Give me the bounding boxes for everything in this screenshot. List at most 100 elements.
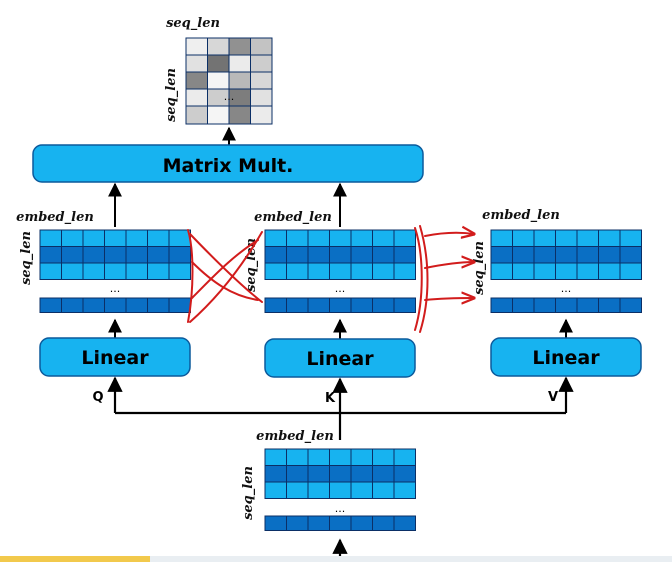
- annotation-arrow-v-2: [424, 262, 474, 269]
- matrix-cell: [490, 297, 513, 313]
- matrix-cell: [82, 262, 105, 280]
- matrix-cell: [61, 229, 84, 247]
- matrix-cell: [619, 262, 642, 280]
- matrix-cell: [264, 515, 287, 531]
- matrix-cell: [490, 246, 513, 264]
- matrix-cell: [555, 297, 578, 313]
- matrix-cell: [598, 262, 621, 280]
- matrix-cell: [329, 465, 352, 483]
- attention-cell: [228, 105, 251, 125]
- matrix-cell: [555, 262, 578, 280]
- bottom-strip-accent: [0, 556, 150, 562]
- matrix-cell: [350, 297, 373, 313]
- matrix-cell: [576, 297, 599, 313]
- matrix-cell: [393, 229, 416, 247]
- matrix-cell: [307, 229, 330, 247]
- attention-cell: [250, 37, 273, 56]
- linear-k-box: [264, 338, 416, 378]
- matrix-cell: [533, 229, 556, 247]
- linear-q-box: [39, 337, 191, 377]
- matrix-cell: [39, 229, 62, 247]
- attention-cell: [207, 54, 230, 73]
- matrix-cell: [147, 262, 170, 280]
- k-dots: ...: [335, 282, 346, 295]
- attention-cell: [207, 105, 230, 125]
- matrix-cell: [264, 465, 287, 483]
- attention-cell: [185, 105, 208, 125]
- matrix-cell: [372, 246, 395, 264]
- matrix-cell: [329, 481, 352, 499]
- matrix-cell: [168, 297, 191, 313]
- q-input-label: Q: [92, 390, 103, 405]
- matrix-cell: [393, 246, 416, 264]
- matrix-cell: [576, 229, 599, 247]
- matrix-cell: [307, 465, 330, 483]
- attention-cell: [185, 54, 208, 73]
- matrix-cell: [576, 262, 599, 280]
- matrix-cell: [329, 262, 352, 280]
- matrix-cell: [372, 515, 395, 531]
- matrix-cell: [168, 246, 191, 264]
- matrix-cell: [82, 246, 105, 264]
- v-seq-label: seq_len: [472, 241, 487, 295]
- k-input-label: K: [325, 391, 336, 406]
- matrix-cell: [286, 515, 309, 531]
- matrix-cell: [490, 262, 513, 280]
- matrix-cell: [61, 297, 84, 313]
- matrix-cell: [598, 246, 621, 264]
- matrix-cell: [393, 262, 416, 280]
- annotation-cross-2: [189, 231, 263, 323]
- matrix-cell: [307, 246, 330, 264]
- attention-matrix-last-row: [185, 105, 273, 125]
- matrix-cell: [350, 229, 373, 247]
- linear-k-label: Linear: [306, 348, 374, 370]
- attention-cell: [250, 105, 273, 125]
- attention-cell: [250, 88, 273, 107]
- matmul-box: [32, 144, 424, 183]
- matrix-cell: [286, 481, 309, 499]
- matrix-cell: [147, 297, 170, 313]
- matrix-cell: [555, 246, 578, 264]
- matrix-cell: [82, 297, 105, 313]
- matrix-cell: [619, 246, 642, 264]
- matrix-cell: [286, 465, 309, 483]
- matrix-cell: [393, 448, 416, 466]
- annotation-arrow-v-3: [424, 298, 474, 300]
- matrix-cell: [512, 262, 535, 280]
- annotation-bracket-k-2: [419, 225, 429, 333]
- v-dots: ...: [561, 282, 572, 295]
- matrix-cell: [286, 297, 309, 313]
- matrix-cell: [168, 229, 191, 247]
- matrix-cell: [286, 448, 309, 466]
- attention-cell: [228, 54, 251, 73]
- matrix-cell: [490, 229, 513, 247]
- matrix-cell: [104, 262, 127, 280]
- annotation-bracket-q: [187, 229, 194, 323]
- q-matrix: [39, 229, 191, 313]
- matrix-cell: [61, 246, 84, 264]
- attention-cell: [185, 37, 208, 56]
- matrix-cell: [329, 515, 352, 531]
- input-matrix: [264, 448, 416, 531]
- matrix-cell: [104, 229, 127, 247]
- matrix-cell: [619, 229, 642, 247]
- annotation-cross-3: [191, 261, 259, 301]
- matrix-cell: [372, 229, 395, 247]
- matrix-cell: [533, 297, 556, 313]
- matrix-cell: [350, 262, 373, 280]
- matrix-cell: [82, 229, 105, 247]
- matrix-cell: [125, 262, 148, 280]
- matrix-cell: [372, 481, 395, 499]
- v-input-label: V: [548, 390, 558, 405]
- matrix-cell: [350, 448, 373, 466]
- input-embed-label: embed_len: [256, 429, 334, 444]
- matrix-cell: [264, 297, 287, 313]
- matrix-cell: [125, 246, 148, 264]
- linear-v-label: Linear: [532, 347, 600, 369]
- matrix-cell: [104, 246, 127, 264]
- matrix-cell: [307, 448, 330, 466]
- annotation-cross-4: [191, 239, 259, 299]
- matrix-cell: [147, 229, 170, 247]
- matrix-cell: [307, 515, 330, 531]
